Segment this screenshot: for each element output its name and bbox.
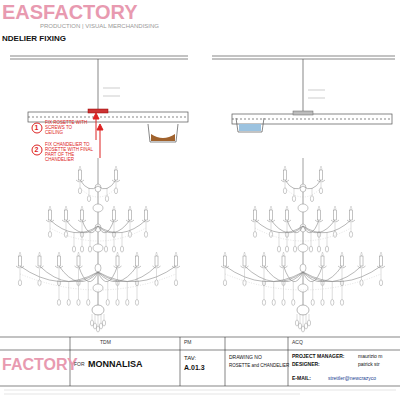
field-label: DESIGNER: [292, 362, 320, 368]
field-label: FOR [74, 362, 85, 368]
email-value: strettler@newcrazyco [328, 376, 376, 382]
field-label: DRAWING NO [229, 355, 262, 361]
field-label: E-MAIL: [292, 376, 311, 382]
sheet-number: A.01.3 [184, 364, 205, 372]
callout-number: 2 [35, 146, 39, 154]
fixing-note: FIX ROSETTE WITH SCREWS TO CEILING [45, 121, 91, 136]
logo-subtitle: PRODUCTION | VISUAL MERCHANDISING [40, 23, 159, 30]
callout-number: 1 [35, 124, 39, 132]
field-label: PM [184, 340, 192, 346]
sheet-heading: NDELIER FIXING [2, 35, 66, 44]
company-logo: EASFACTORY [2, 1, 138, 23]
field-label: ACQ [292, 340, 303, 346]
drawing-title: ROSETTE and CHANDELIER [229, 364, 289, 369]
company-logo: FACTORY [2, 356, 78, 374]
field-label: PROJECT MANAGER: [292, 354, 345, 360]
name-value: maurizio m [358, 354, 382, 360]
name-value: patrick str [358, 362, 380, 368]
client-name: MONNALISA [88, 360, 143, 370]
field-label: TDM [100, 340, 111, 346]
field-label: TAV: [184, 355, 196, 362]
fixing-note: FIX CHANDELIER TO ROSETTE WITH FINAL PAR… [45, 143, 93, 163]
